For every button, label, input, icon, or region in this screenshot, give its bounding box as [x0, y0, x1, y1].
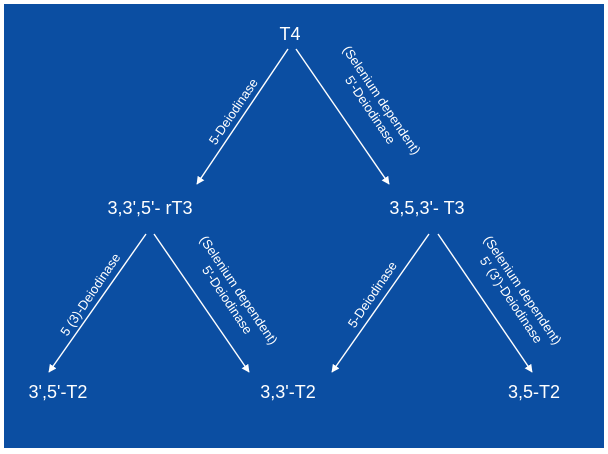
enzyme-label-t4-rt3: 5-Deiodinase [206, 76, 261, 148]
enzyme-label-t3-t2b: 5-Deiodinase [345, 259, 400, 331]
arrow-rt3-to-t2-355 [48, 233, 147, 373]
enzyme-label-rt3-t2b: (Selenium dependent) 5'-Deiodinase [184, 233, 282, 359]
node-t2-355: 3',5'-T2 [29, 382, 88, 402]
node-t2-33: 3,3'-T2 [260, 382, 315, 402]
arrow-rt3-to-t2-33 [153, 233, 250, 373]
node-rt3: 3,3',5'- rT3 [108, 198, 193, 218]
node-t3: 3,5,3'- T3 [389, 198, 464, 218]
node-t4: T4 [279, 24, 300, 44]
arrow-t4-to-t3 [295, 48, 390, 185]
node-t2-35: 3,5-T2 [508, 382, 560, 402]
deiodination-pathway-diagram: T4 3,3',5'- rT3 3,5,3'- T3 3',5'-T2 3,3'… [29, 24, 566, 402]
enzyme-label-t4-t3: (Selenium dependent) 5'-Deiodinase [327, 43, 425, 169]
diagram-canvas: T4 3,3',5'- rT3 3,5,3'- T3 3',5'-T2 3,3'… [4, 4, 604, 448]
arrow-t3-to-t2-35 [437, 233, 533, 373]
arrow-t4-to-rt3 [196, 48, 289, 185]
arrow-t3-to-t2-33 [331, 233, 430, 373]
enzyme-label-t3-t2c: (Selenium dependent) 5' (3')-Deiodinase [468, 233, 566, 359]
enzyme-label-rt3-t2a: 5 (3)-Deiodinase [57, 250, 123, 338]
